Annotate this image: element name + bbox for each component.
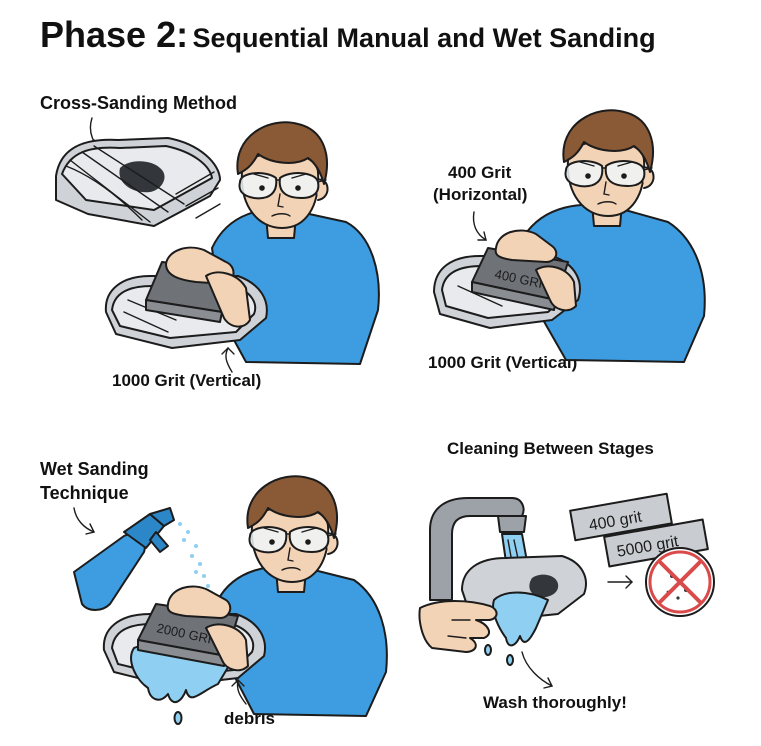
p1-grit-label: 1000 Grit (Vertical)	[112, 371, 262, 390]
cleaning-heading: Cleaning Between Stages	[447, 439, 654, 458]
grit-tag-400: 400 grit	[569, 492, 673, 542]
cross-sanding-heading: Cross-Sanding Method	[40, 93, 237, 113]
panel-cleaning: 400 grit 5000 grit	[418, 492, 715, 689]
wash-caption: Wash thoroughly!	[483, 693, 627, 712]
panel-horizontal-grit: 400 GRI	[433, 109, 706, 363]
panel-wet-sanding: 2000 GRI	[73, 475, 388, 725]
wet-sanding-heading-1: Wet Sanding	[40, 459, 149, 479]
page-title: Phase 2: Sequential Manual and Wet Sandi…	[40, 14, 656, 56]
faucet-icon	[429, 497, 527, 601]
p2-grit-top-2: (Horizontal)	[433, 185, 528, 204]
washing-hand	[418, 600, 498, 653]
title-text: Sequential Manual and Wet Sanding	[192, 23, 656, 53]
spray-bottle-icon	[73, 507, 175, 611]
prohibited-contamination-icon	[645, 547, 715, 617]
wet-sanding-heading-2: Technique	[40, 483, 129, 503]
panel-cross-sanding	[55, 117, 380, 373]
p2-grit-bottom: 1000 Grit (Vertical)	[428, 353, 578, 372]
workpiece-inset	[55, 137, 221, 227]
p2-grit-top-1: 400 Grit	[448, 163, 512, 182]
title-phase: Phase 2:	[40, 14, 189, 55]
